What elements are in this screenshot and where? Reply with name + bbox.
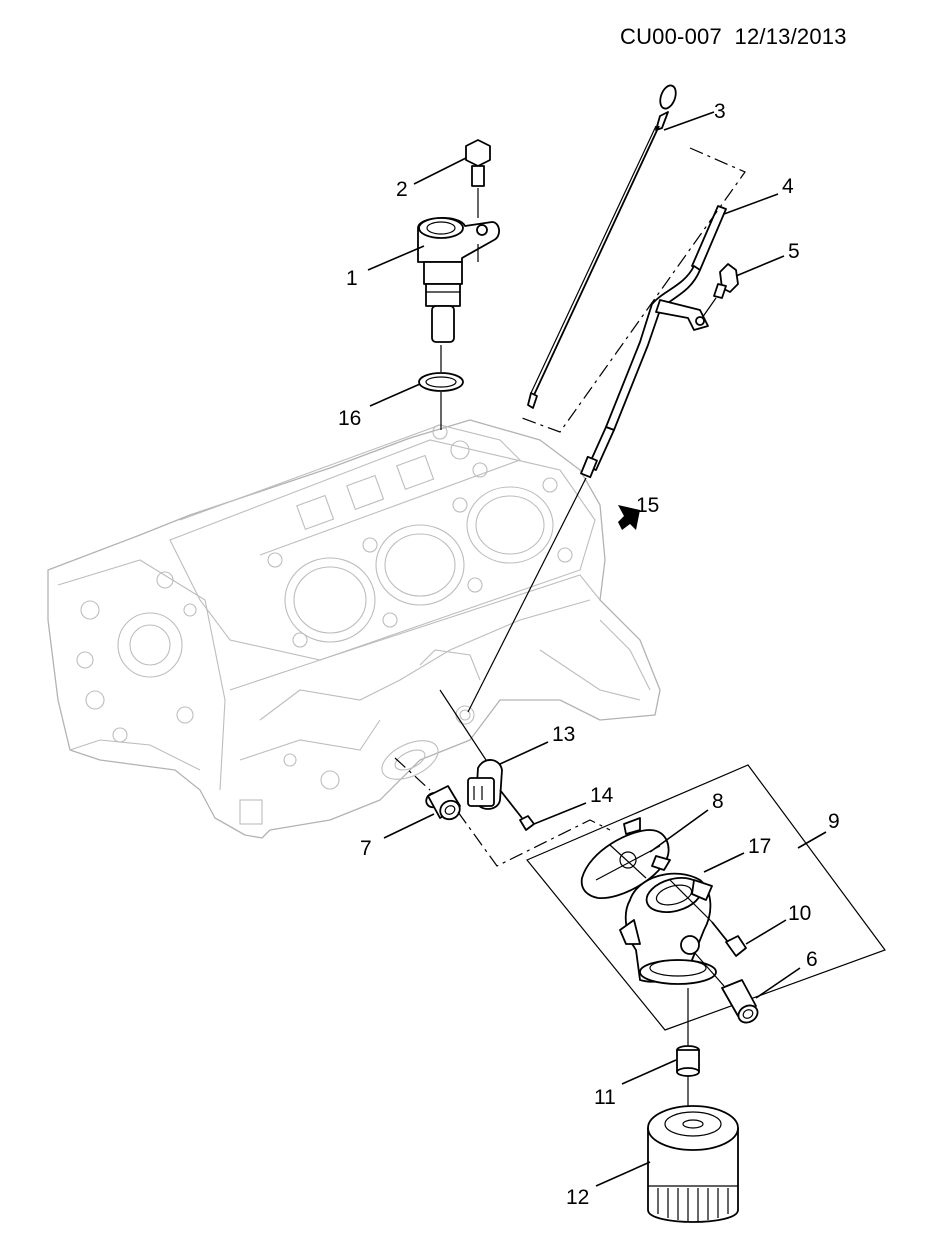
part-oil-filter-12	[647, 1105, 739, 1223]
part-oring-16	[418, 372, 464, 392]
part-fitting-6	[693, 951, 759, 1024]
engine-block	[47, 419, 661, 839]
callout-9: 9	[828, 810, 840, 833]
part-sensor-13	[467, 759, 503, 810]
callout-1: 1	[346, 267, 358, 290]
callout-12: 12	[566, 1186, 589, 1209]
part-dipstick-3	[527, 84, 677, 409]
callout-15: 15	[636, 494, 659, 517]
part-nipple-11	[676, 1045, 700, 1077]
callout-16: 16	[338, 407, 361, 430]
document-id: CU00-007 12/13/2013	[620, 24, 847, 50]
callout-13: 13	[552, 723, 575, 746]
part-bolt-5	[713, 263, 739, 299]
callout-17: 17	[748, 835, 771, 858]
callout-7: 7	[360, 837, 372, 860]
callout-11: 11	[594, 1086, 616, 1109]
part-screw-14	[499, 789, 535, 831]
callout-numbers: 1 2 3 4 5 6 7 8 9 10 11 12 13 14 15 16 1…	[338, 100, 840, 1209]
callout-3: 3	[714, 100, 726, 123]
part-bolt-10	[711, 921, 747, 957]
part-sensor-1	[417, 217, 500, 343]
callout-10: 10	[788, 902, 811, 925]
part-plug-7	[425, 785, 461, 821]
plug-alignment-path	[394, 757, 611, 867]
part-adapter-housing-17	[619, 872, 717, 985]
document-date: 12/13/2013	[734, 24, 847, 49]
leader-lines	[367, 111, 827, 1187]
part-dipstick-tube-4	[580, 205, 727, 479]
callout-5: 5	[788, 240, 800, 263]
part-bolt-2	[465, 139, 491, 187]
callout-6: 6	[806, 948, 818, 971]
direction-arrow-15	[618, 505, 640, 530]
dipstick-group-boundary	[521, 147, 746, 433]
document-code: CU00-007	[620, 24, 722, 49]
adapter-assembly-boundary-9	[526, 764, 886, 1031]
callout-8: 8	[712, 790, 724, 813]
part-gasket-8	[580, 817, 671, 899]
callout-2: 2	[396, 178, 408, 201]
callout-4: 4	[782, 175, 794, 198]
callout-14: 14	[590, 784, 614, 807]
